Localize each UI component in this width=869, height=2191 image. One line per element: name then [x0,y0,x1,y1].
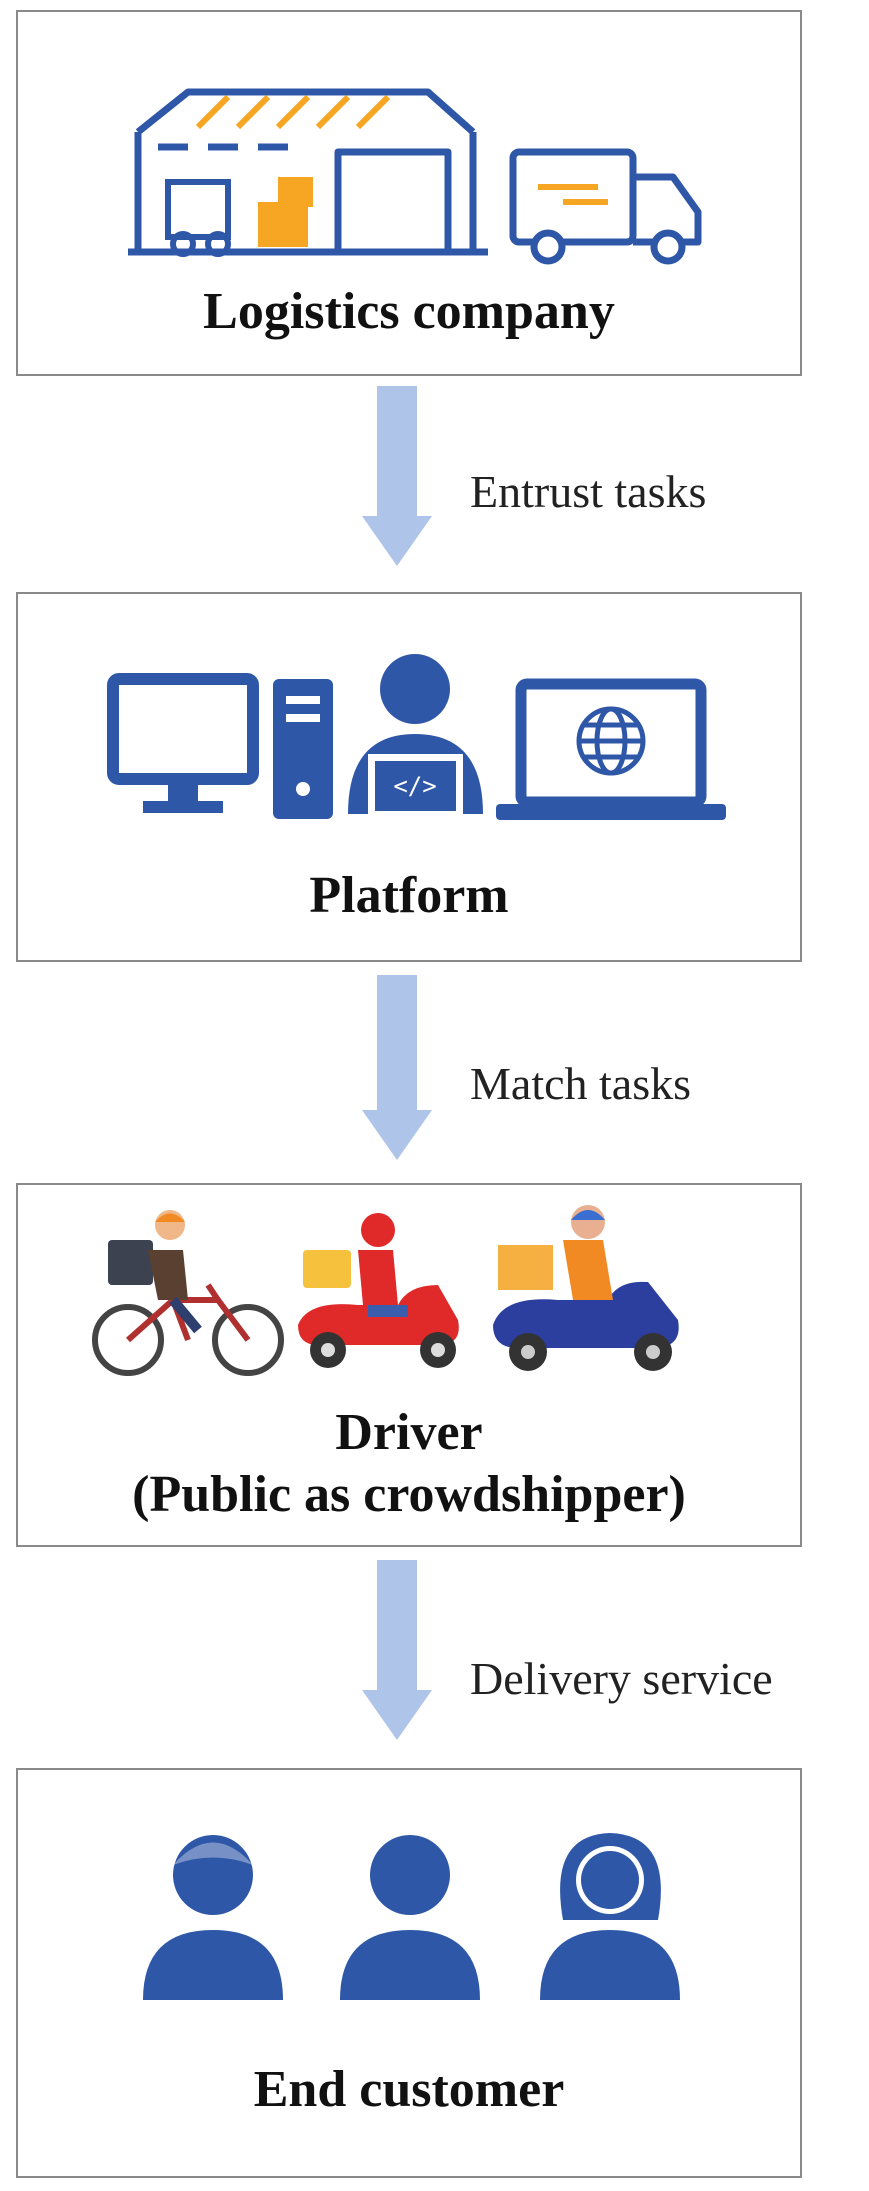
delivery-truck-icon [509,148,702,265]
arrow-down-1 [362,386,432,566]
scooter-courier-blue-icon [493,1205,679,1371]
customer-male-icon [143,1835,283,2000]
svg-text:</>: </> [393,772,436,800]
node-end-customer: End customer [16,1768,802,2178]
edge-label-match-tasks: Match tasks [470,1058,692,1109]
arrow-down-2 [362,975,432,1160]
node-driver: Driver (Public as crowdshipper) [16,1183,802,1547]
developer-user-icon: </> [348,654,483,816]
bicycle-courier-icon [92,1210,284,1376]
node-title: Platform [309,867,509,924]
edge-label-delivery-service: Delivery service [470,1653,773,1704]
edge-label-entrust-tasks: Entrust tasks [470,466,707,517]
node-title: Logistics company [203,283,615,340]
node-platform: </> Platform [16,592,802,962]
arrow-down-3 [362,1560,432,1740]
node-title: Driver [335,1404,483,1461]
customer-female-icon [540,1833,680,2000]
customer-neutral-icon [340,1835,480,2000]
warehouse-icon [128,88,488,257]
node-subtitle: (Public as crowdshipper) [132,1466,686,1523]
desktop-computer-icon [107,673,333,819]
laptop-globe-icon [496,678,726,820]
node-title: End customer [253,2061,565,2118]
scooter-courier-red-icon [298,1213,459,1368]
node-logistics-company: Logistics company [16,10,802,376]
